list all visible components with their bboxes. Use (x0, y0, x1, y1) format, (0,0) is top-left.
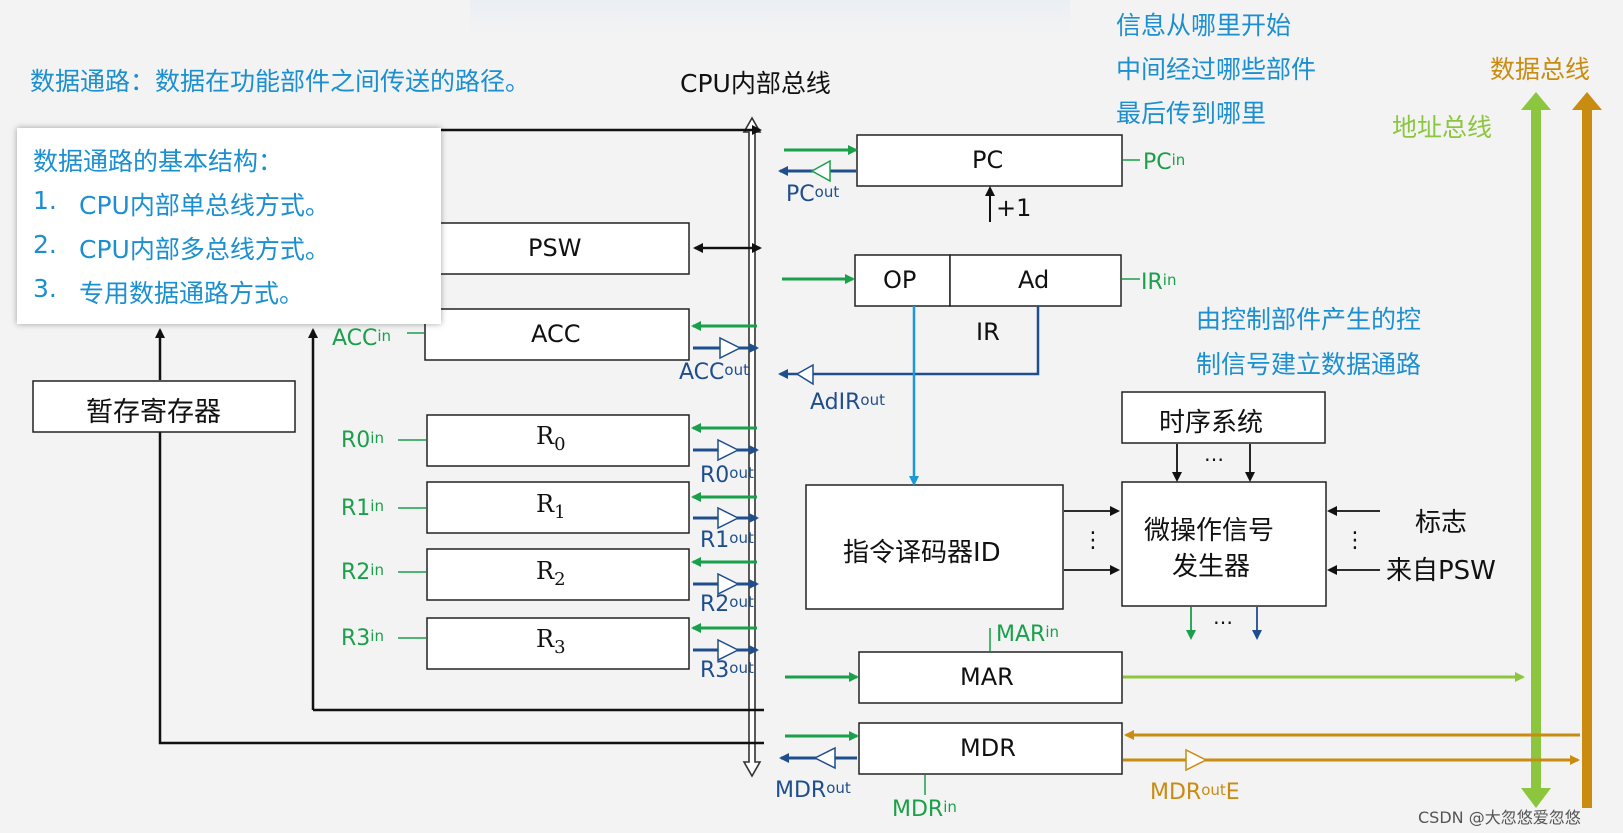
acc-box (424, 308, 690, 361)
pc-increment-label: +1 (996, 194, 1032, 222)
cpu-bus-label: CPU内部总线 (680, 69, 831, 98)
ir-address-path (778, 306, 1040, 379)
from-psw-label: 来自PSW (1386, 556, 1496, 586)
micro-op-outputs (1186, 607, 1262, 640)
ad-box (949, 254, 1122, 307)
mdr-in-signal: MDRin (892, 797, 957, 822)
pc-out-signal: PCout (786, 182, 840, 207)
question-1: 信息从哪里开始 (1116, 11, 1292, 40)
r1-in-signal: R1in (341, 496, 384, 521)
decoder-box (805, 484, 1064, 610)
adir-out-gate (795, 363, 814, 386)
structure-card-title: 数据通路的基本结构： (33, 147, 284, 176)
r0-label: R0 (536, 422, 566, 455)
r3-box (426, 617, 690, 670)
r1-out-signal: R1out (700, 528, 754, 553)
register-bus-links (398, 321, 759, 662)
r1-box (426, 481, 690, 534)
decoder-output-ellipsis: ⋮ (1082, 528, 1104, 553)
structure-item-1: CPU内部单总线方式。 (79, 191, 330, 220)
pc-label: PC (972, 146, 1004, 174)
r0-out-signal: R0out (700, 463, 754, 488)
structure-item-2-num: 2. (33, 230, 57, 259)
flag-label: 标志 (1415, 508, 1468, 538)
pc-box (856, 134, 1123, 187)
structure-item-1-num: 1. (33, 186, 57, 215)
op-label: OP (883, 266, 917, 294)
mar-box (858, 651, 1123, 704)
r2-out-signal: R2out (700, 592, 754, 617)
structure-item-2: CPU内部多总线方式。 (79, 235, 330, 264)
acc-label: ACC (531, 320, 581, 348)
mdr-box (858, 722, 1123, 775)
r2-box (426, 548, 690, 601)
mdr-label: MDR (960, 734, 1016, 762)
micro-op-label-1: 微操作信号 (1144, 516, 1275, 546)
timing-system-label: 时序系统 (1159, 408, 1264, 438)
adir-out-signal: AdIRout (810, 390, 885, 415)
micro-op-box (1121, 481, 1327, 607)
r3-out-signal: R3out (700, 658, 754, 683)
psw-box (424, 222, 690, 275)
mar-in-signal: MARin (996, 622, 1060, 647)
micro-op-label-2: 发生器 (1172, 552, 1251, 582)
op-box (854, 254, 951, 307)
structure-item-3: 专用数据通路方式。 (79, 279, 305, 308)
r0-in-signal: R0in (341, 428, 384, 453)
decoder-label: 指令译码器ID (843, 538, 1001, 568)
r0-box (426, 414, 690, 467)
timing-box (1121, 391, 1326, 444)
ir-label: IR (976, 318, 1000, 346)
register-boxes (32, 134, 1327, 775)
blurred-header-strip (470, 0, 1070, 36)
mdr-out-signal: MDRout (775, 778, 851, 803)
control-note-line-1: 由控制部件产生的控 (1196, 305, 1422, 334)
r2-in-signal: R2in (341, 560, 384, 585)
r1-label: R1 (536, 490, 566, 523)
acc-out-signal: ACCout (679, 360, 749, 385)
r2-label: R2 (536, 557, 566, 590)
r3-in-signal: R3in (341, 626, 384, 651)
mar-links (785, 628, 1525, 682)
mdr-out-e-signal: MDRoutE (1150, 780, 1240, 805)
question-2: 中间经过哪些部件 (1116, 55, 1317, 84)
pc-bus-links (778, 145, 1140, 183)
address-bus-arrow (1521, 92, 1551, 808)
temp-register-label: 暂存寄存器 (86, 397, 221, 428)
timing-ellipsis: … (1204, 442, 1224, 466)
data-bus-arrow (1572, 92, 1602, 808)
ir-in-signal: IRin (1141, 270, 1177, 295)
temp-register-box (32, 380, 296, 433)
address-bus-label: 地址总线 (1392, 113, 1493, 142)
psw-input-ellipsis: ⋮ (1344, 528, 1366, 553)
watermark: CSDN @大忽悠爱忽悠 (1418, 808, 1581, 827)
psw-label: PSW (528, 234, 582, 262)
ad-label: Ad (1018, 266, 1050, 294)
micro-op-ellipsis: … (1213, 605, 1233, 629)
mdr-links (779, 730, 1580, 795)
datapath-definition: 数据通路：数据在功能部件之间传送的路径。 (30, 67, 531, 96)
structure-item-3-num: 3. (33, 274, 57, 303)
control-unit-arrows (1064, 444, 1380, 575)
data-bus-label: 数据总线 (1490, 55, 1591, 84)
r3-label: R3 (536, 625, 566, 658)
structure-card: 数据通路的基本结构： 1. CPU内部单总线方式。 2. CPU内部多总线方式。… (17, 128, 441, 324)
pc-in-signal: PCin (1143, 150, 1186, 175)
mar-label: MAR (960, 663, 1014, 691)
control-note-line-2: 制信号建立数据通路 (1196, 350, 1422, 379)
question-3: 最后传到哪里 (1116, 99, 1267, 128)
acc-in-signal: ACCin (332, 326, 392, 351)
